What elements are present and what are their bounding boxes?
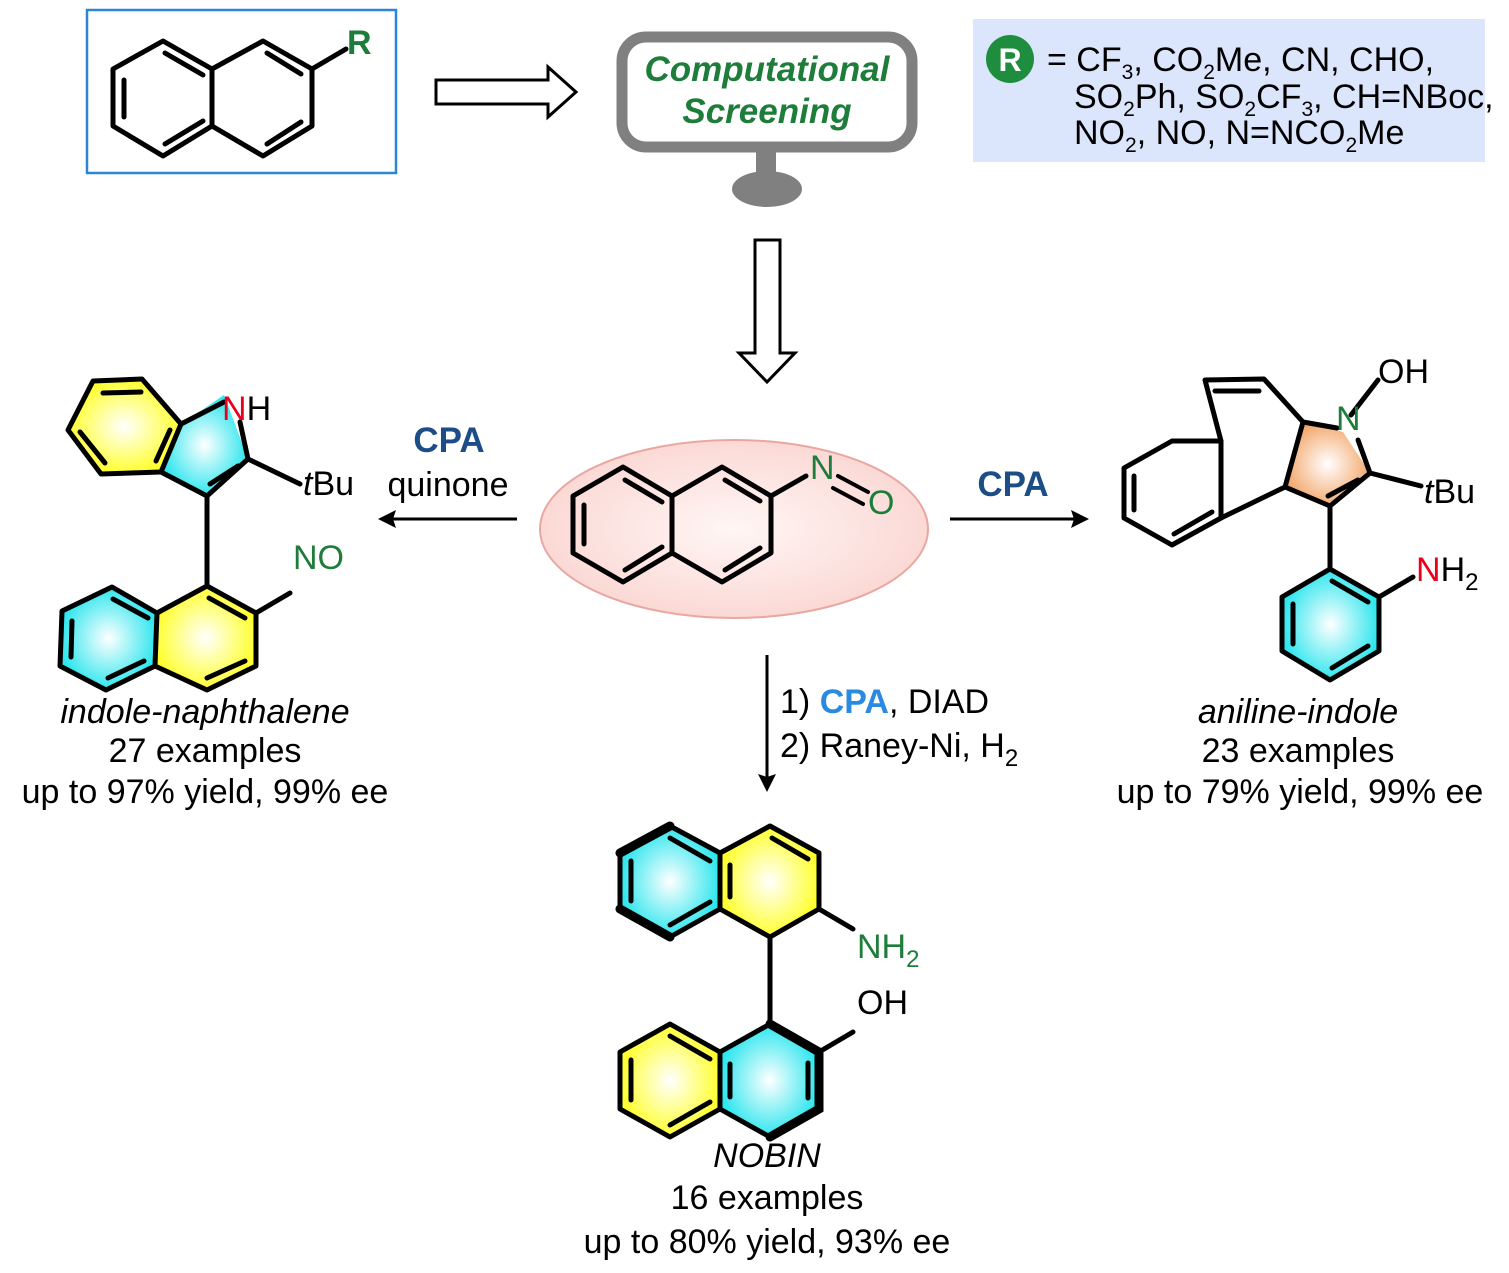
aniline-indole-oh-label: OH: [1378, 353, 1429, 391]
nitroso-o-label: O: [868, 484, 894, 522]
left-quinone-label: quinone: [387, 466, 508, 504]
nitrosonaphthalene: N O: [539, 439, 929, 619]
naphthalene-structure: [110, 38, 349, 159]
r-badge-label: R: [998, 42, 1021, 78]
aniline-indole-examples: 23 examples: [1202, 732, 1395, 770]
hollow-right-arrow: [434, 63, 579, 121]
left-cpa-label: CPA: [413, 421, 484, 460]
step2-label: 2) Raney-Ni, H2: [780, 727, 1018, 772]
starting-material-frame: [85, 8, 398, 175]
step1-label: 1) CPA, DIAD: [780, 683, 989, 721]
screening-title-line2: Screening: [682, 92, 851, 131]
indole-nh-label: NH: [222, 390, 271, 428]
starting-material: R: [85, 8, 398, 175]
indole-tbu-label: tBu: [303, 465, 354, 503]
aniline-indole-yield: up to 79% yield, 99% ee: [1117, 773, 1484, 811]
substituent-r-label: R: [347, 24, 372, 62]
nobin-nh2-label: NH2: [857, 928, 919, 973]
screening-title-line1: Computational: [645, 50, 891, 89]
nitroso-n-label: N: [810, 449, 835, 487]
substituent-list-line2: SO2Ph, SO2CF3, CH=NBoc,: [1074, 78, 1494, 121]
nobin-structure: NH2 OH: [615, 821, 919, 1142]
aniline-indole-structure: OH N tBu NH2: [1121, 353, 1478, 683]
substituent-box: R = CF3, CO2Me, CN, CHO, SO2Ph, SO2CF3, …: [973, 19, 1494, 162]
indole-no-label: NO: [293, 539, 344, 577]
aniline-indole-name: aniline-indole: [1198, 693, 1398, 731]
indole-naphthalene-yield: up to 97% yield, 99% ee: [22, 773, 389, 811]
down-reaction-arrow: 1) CPA, DIAD 2) Raney-Ni, H2: [758, 655, 1018, 792]
aniline-nh2-label: NH2: [1416, 551, 1478, 596]
aniline-indole-tbu-label: tBu: [1424, 473, 1475, 511]
substituent-list-line1: = CF3, CO2Me, CN, CHO,: [1047, 41, 1434, 84]
right-cpa-label: CPA: [977, 465, 1048, 504]
nobin-examples: 16 examples: [671, 1179, 864, 1217]
hollow-down-arrow: [735, 238, 799, 385]
nobin-yield: up to 80% yield, 93% ee: [584, 1223, 951, 1261]
aniline-indole-n-label: N: [1336, 400, 1361, 438]
nobin-oh-label: OH: [857, 984, 908, 1022]
left-reaction-arrow: CPA quinone: [378, 421, 517, 528]
highlight-ellipse: [539, 439, 929, 619]
right-reaction-arrow: CPA: [950, 465, 1089, 528]
r-badge: [986, 35, 1034, 83]
indole-naphthalene-examples: 27 examples: [109, 732, 302, 770]
computational-screening-monitor: Computational Screening: [616, 31, 918, 207]
indole-naphthalene-name: indole-naphthalene: [60, 693, 349, 731]
nobin-name: NOBIN: [713, 1137, 821, 1175]
indole-naphthalene-structure: NH tBu NO: [57, 376, 354, 693]
